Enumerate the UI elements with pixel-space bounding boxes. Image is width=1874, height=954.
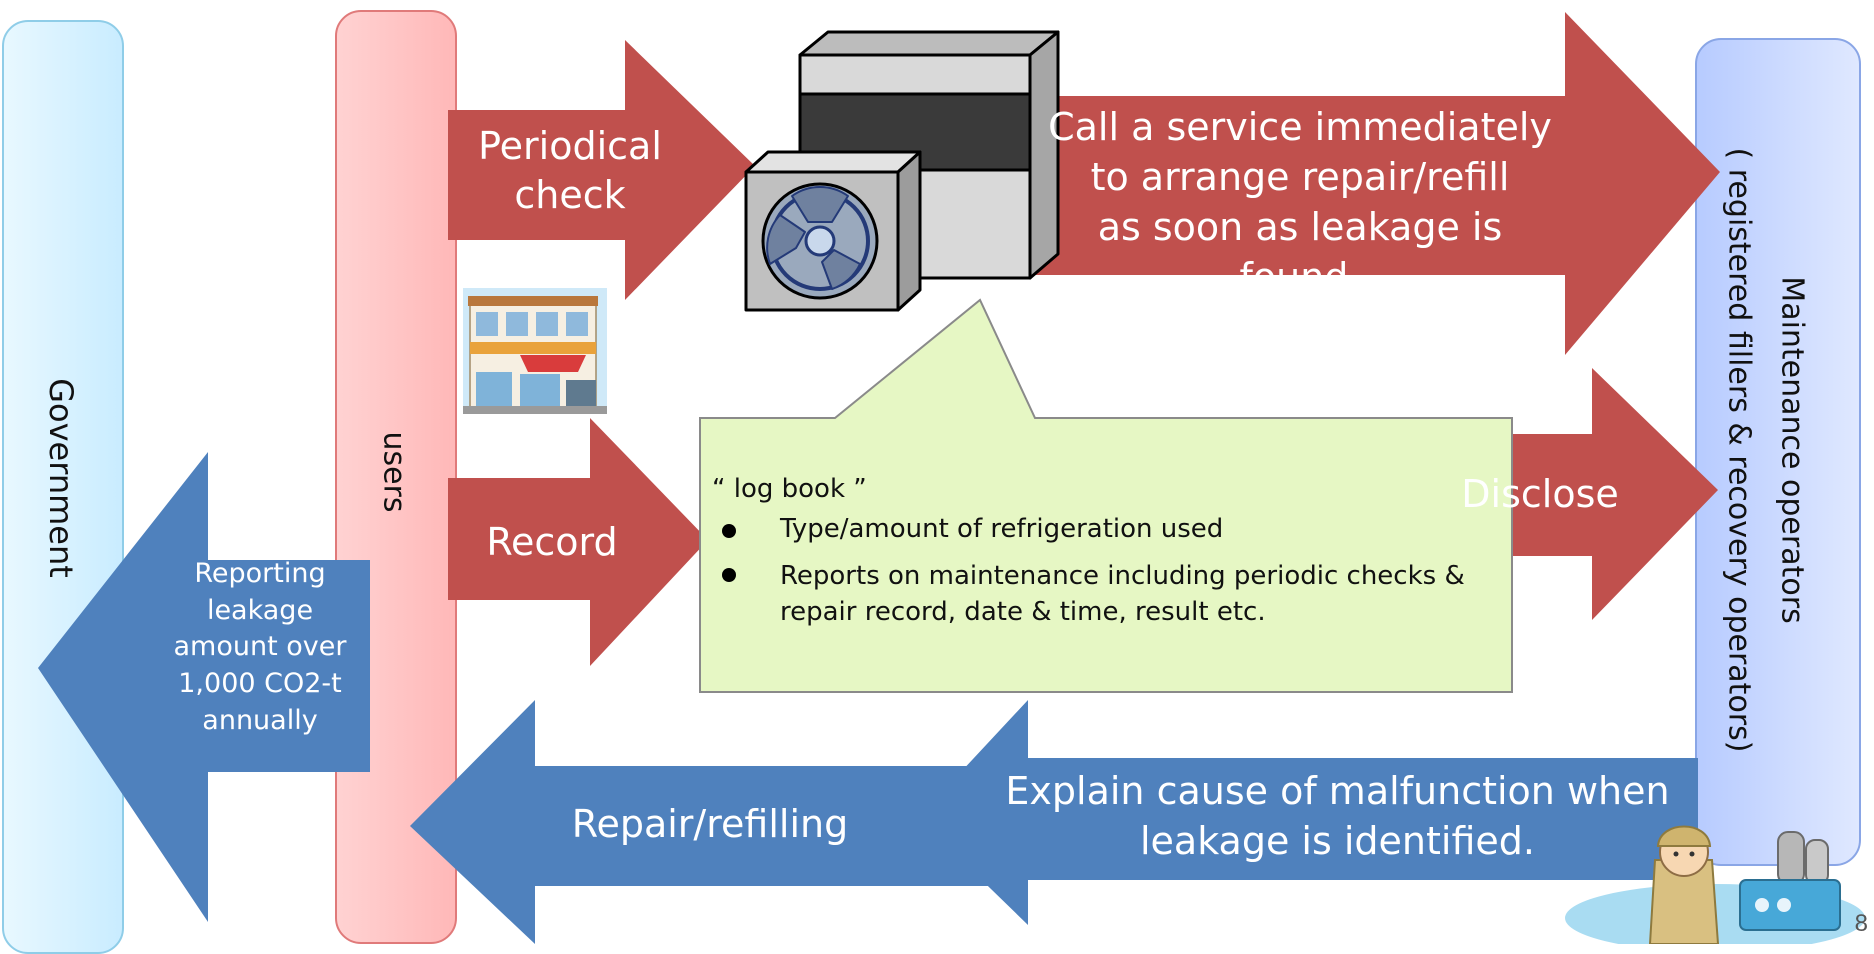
reporting-line-1: Reporting	[194, 558, 326, 589]
call-service-line-1: Call a service immediately	[1048, 105, 1552, 149]
reporting-line-3: amount over	[173, 631, 347, 663]
disclose-label: Disclose	[1461, 472, 1619, 516]
explain-cause-line-1: Explain cause of malfunction when	[1005, 769, 1670, 813]
explain-cause-line-2: leakage is identified.	[1140, 819, 1535, 864]
operators-label-line1: Maintenance operators	[1774, 276, 1810, 624]
periodical-check-arrow	[448, 40, 755, 300]
disclose-arrow	[1430, 368, 1718, 620]
reporting-arrow	[38, 452, 370, 922]
bullet-icon	[722, 568, 736, 582]
logbook-callout	[699, 298, 1513, 693]
reporting-line-4: 1,000 CO2-t	[178, 668, 342, 700]
operators-label-line2: ( registered fillers & recovery operator…	[1721, 147, 1757, 753]
explain-cause-arrow	[918, 700, 1698, 925]
record-label: Record	[486, 520, 618, 564]
explain-cause-label: Explain cause of malfunction when leakag…	[985, 766, 1690, 866]
call-service-line-2: to arrange repair/refill	[1090, 155, 1510, 200]
reporting-line-2: leakage	[206, 594, 314, 626]
reporting-line-5: annually	[202, 704, 318, 736]
government-label: Government	[42, 378, 80, 578]
page-number: 8	[1854, 910, 1868, 937]
call-service-label: Call a service immediately to arrange re…	[1040, 102, 1560, 303]
worker-icon	[1565, 825, 1865, 944]
bullet-icon	[722, 524, 736, 538]
record-arrow	[448, 418, 708, 666]
logbook-item-2-text: Reports on maintenance including periodi…	[780, 561, 1465, 628]
reporting-label: Reporting leakage amount over 1,000 CO2-…	[150, 556, 370, 740]
users-label: users	[376, 431, 412, 513]
air-conditioner-icon	[744, 30, 1060, 312]
periodical-check-label: Periodical check	[455, 122, 685, 221]
logbook-item-1-text: Type/amount of refrigeration used	[780, 514, 1224, 544]
supermarket-icon	[463, 288, 607, 414]
repair-refilling-label: Repair/refilling	[571, 802, 849, 846]
repair-refilling-arrow	[410, 700, 1002, 944]
logbook-title: “ log book ”	[712, 474, 867, 504]
users-pillar	[335, 10, 457, 944]
call-service-arrow	[1030, 12, 1720, 355]
periodical-check-line-1: Periodical	[478, 124, 662, 168]
call-service-line-3: as soon as leakage is found.	[1097, 205, 1503, 300]
government-pillar	[2, 20, 124, 954]
periodical-check-line-2: check	[514, 173, 626, 218]
